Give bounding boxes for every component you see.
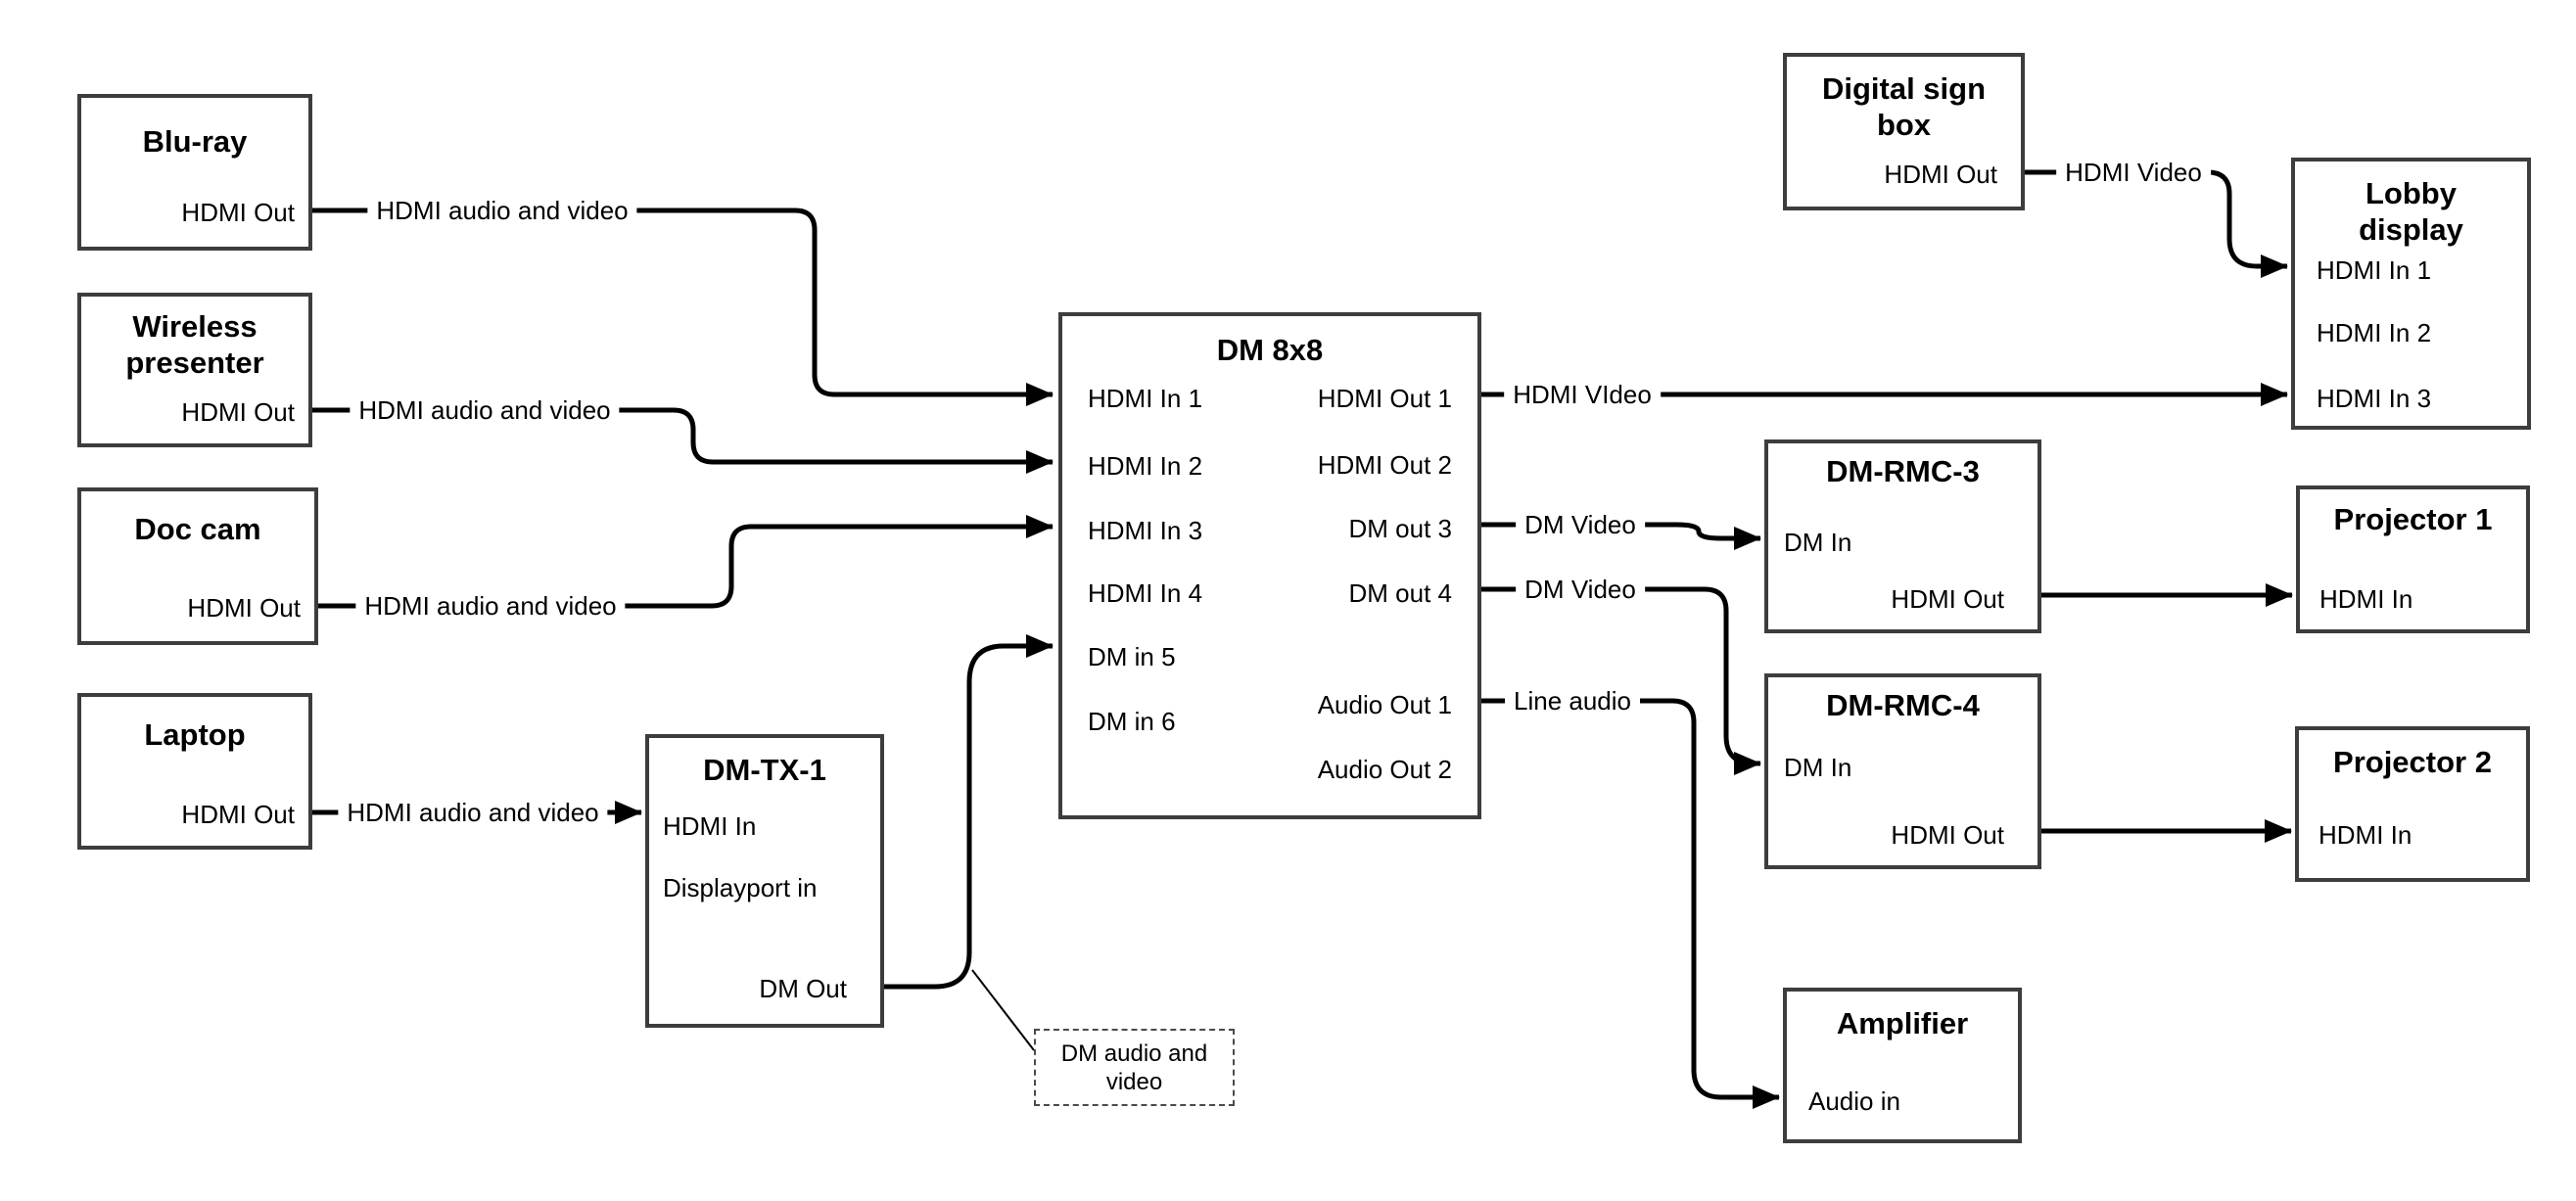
node-projector-2: Projector 2 HDMI In [2295, 726, 2530, 882]
port-hdmi-in-2: HDMI In 2 [1088, 451, 1203, 481]
node-amplifier: Amplifier Audio in [1783, 988, 2022, 1143]
port-hdmi-out: HDMI Out [1891, 820, 2004, 850]
node-title: DM-RMC-3 [1826, 454, 1980, 488]
edge-label-dm-video-out3: DM Video [1516, 510, 1645, 539]
node-blu-ray: Blu-ray HDMI Out [77, 94, 312, 251]
port-displayport-in: Displayport in [663, 873, 818, 902]
port-hdmi-out: HDMI Out [181, 800, 295, 829]
port-hdmi-out: HDMI Out [187, 593, 301, 623]
port-hdmi-in: HDMI In [2319, 584, 2413, 614]
port-hdmi-in-3: HDMI In 3 [2317, 384, 2432, 413]
port-dm-in: DM In [1784, 753, 1852, 782]
port-hdmi-out-1: HDMI Out 1 [1317, 384, 1452, 413]
node-title: Laptop [144, 717, 246, 752]
edge-label-line-audio: Line audio [1505, 686, 1640, 716]
edge-dm8x8-to-dmrmc4 [1481, 586, 1761, 775]
edge-label-hdmi-audio-video-bluray: HDMI audio and video [367, 196, 637, 225]
node-laptop: Laptop HDMI Out [77, 693, 312, 850]
node-digital-sign-box: Digital sign box HDMI Out [1783, 53, 2025, 210]
node-title: DM-TX-1 [703, 753, 826, 787]
port-dm-out-3: DM out 3 [1348, 514, 1453, 543]
port-dm-in-5: DM in 5 [1088, 642, 1176, 671]
port-hdmi-out: HDMI Out [181, 397, 295, 427]
edge-label-hdmi-video-out1: HDMI VIdeo [1504, 380, 1661, 409]
node-dm-8x8: DM 8x8 HDMI In 1 HDMI In 2 HDMI In 3 HDM… [1058, 312, 1481, 819]
node-projector-1: Projector 1 HDMI In [2296, 485, 2530, 633]
node-title: Lobby display [2359, 176, 2463, 247]
node-title: DM-RMC-4 [1826, 688, 1980, 722]
port-audio-out-2: Audio Out 2 [1317, 755, 1452, 784]
callout-dm-audio-and-video: DM audio and video [1034, 1029, 1235, 1106]
port-hdmi-out-2: HDMI Out 2 [1317, 450, 1452, 480]
port-dm-in-6: DM in 6 [1088, 707, 1176, 736]
node-title: Amplifier [1836, 1006, 1969, 1040]
node-title: Blu-ray [142, 124, 248, 159]
node-dm-tx-1: DM-TX-1 HDMI In Displayport in DM Out [645, 734, 884, 1028]
node-title: Wireless presenter [125, 309, 264, 380]
port-hdmi-in: HDMI In [2318, 820, 2412, 850]
node-doc-cam: Doc cam HDMI Out [77, 487, 318, 645]
port-hdmi-in-3: HDMI In 3 [1088, 516, 1203, 545]
port-hdmi-out: HDMI Out [1891, 584, 2004, 614]
port-dm-in: DM In [1784, 528, 1852, 557]
port-hdmi-in-4: HDMI In 4 [1088, 578, 1203, 608]
node-dm-rmc-4: DM-RMC-4 DM In HDMI Out [1764, 673, 2041, 869]
port-hdmi-out: HDMI Out [1884, 160, 1997, 189]
port-dm-out-4: DM out 4 [1348, 578, 1453, 608]
edge-label-hdmi-audio-video-doccam: HDMI audio and video [355, 591, 626, 621]
port-hdmi-out: HDMI Out [181, 198, 295, 227]
node-lobby-display: Lobby display HDMI In 1 HDMI In 2 HDMI I… [2291, 158, 2531, 430]
node-title: Projector 1 [2333, 502, 2493, 536]
edge-label-hdmi-audio-video-laptop: HDMI audio and video [338, 798, 608, 827]
node-title: Digital sign box [1821, 71, 1987, 142]
edge-dm8x8-to-amplifier [1481, 698, 1780, 1109]
edge-label-dm-video-out4: DM Video [1516, 575, 1645, 604]
port-audio-out-1: Audio Out 1 [1317, 690, 1452, 719]
port-dm-out: DM Out [759, 974, 847, 1003]
edge-label-hdmi-audio-video-wireless: HDMI audio and video [350, 395, 620, 425]
edge-dmtx1-to-dm8x8 [884, 634, 1054, 990]
node-wireless-presenter: Wireless presenter HDMI Out [77, 293, 312, 447]
node-title: DM 8x8 [1216, 333, 1324, 367]
port-hdmi-in-1: HDMI In 1 [2317, 255, 2432, 285]
port-hdmi-in-2: HDMI In 2 [2317, 318, 2432, 347]
port-audio-in: Audio in [1808, 1086, 1900, 1116]
edge-bluray-to-dm8x8 [312, 208, 1054, 406]
port-hdmi-in-1: HDMI In 1 [1088, 384, 1203, 413]
node-dm-rmc-3: DM-RMC-3 DM In HDMI Out [1764, 439, 2041, 633]
node-title: Doc cam [134, 512, 261, 546]
node-title: Projector 2 [2333, 745, 2492, 779]
callout-leader-line [971, 969, 1035, 1051]
port-hdmi-in: HDMI In [663, 811, 757, 841]
edge-label-hdmi-video-digitalsign: HDMI Video [2056, 158, 2211, 187]
